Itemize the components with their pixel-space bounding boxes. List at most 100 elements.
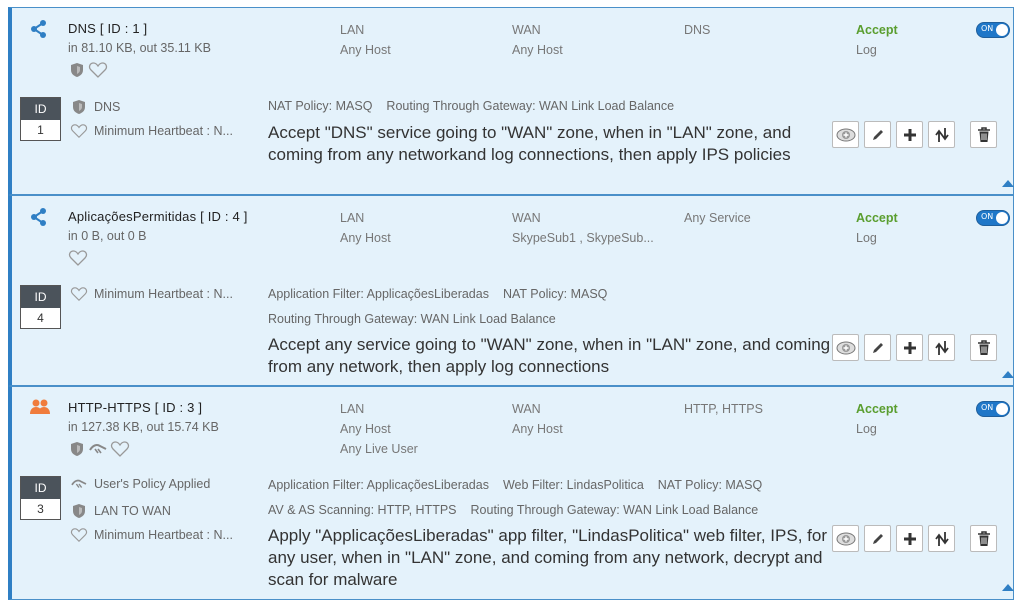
trash-icon xyxy=(977,530,991,547)
add-button[interactable] xyxy=(896,121,923,148)
action-column: Accept Log xyxy=(856,20,898,60)
shield-icon xyxy=(68,440,86,458)
policy-meta: Application Filter: ApplicaçõesLiberadas… xyxy=(268,478,762,492)
collapse-caret[interactable] xyxy=(1002,180,1014,187)
source-zone: LAN xyxy=(340,23,365,37)
log-label: Log xyxy=(856,43,877,57)
action-label: Accept xyxy=(856,211,898,225)
log-label: Log xyxy=(856,231,877,245)
delete-button[interactable] xyxy=(970,334,997,361)
destination-column: WAN SkypeSub1 , SkypeSub... xyxy=(512,208,654,248)
application-filter: Application Filter: ApplicaçõesLiberadas xyxy=(268,478,489,492)
delete-button[interactable] xyxy=(970,121,997,148)
rule-toggle[interactable]: ON xyxy=(976,401,1010,417)
destination-column: WAN Any Host xyxy=(512,399,563,439)
toggle-label: ON xyxy=(981,24,994,33)
view-icon xyxy=(836,532,856,546)
pencil-icon xyxy=(871,128,885,142)
move-icon xyxy=(934,127,950,143)
rule-title[interactable]: HTTP-HTTPS [ ID : 3 ] xyxy=(68,400,203,415)
policy-meta: Application Filter: ApplicaçõesLiberadas… xyxy=(268,287,607,301)
move-button[interactable] xyxy=(928,121,955,148)
plus-icon xyxy=(903,341,917,355)
id-number: 1 xyxy=(37,123,44,137)
view-button[interactable] xyxy=(832,525,859,552)
heart-icon xyxy=(70,123,88,139)
meta-text: Minimum Heartbeat : N... xyxy=(94,528,233,542)
handshake-icon xyxy=(88,441,108,457)
collapse-caret[interactable] xyxy=(1002,371,1014,378)
view-icon xyxy=(836,128,856,142)
meta-item: LAN TO WAN xyxy=(70,502,171,520)
action-label: Accept xyxy=(856,23,898,37)
pencil-icon xyxy=(871,532,885,546)
rule-traffic: in 127.38 KB, out 15.74 KB xyxy=(68,420,219,434)
service-column: DNS xyxy=(684,20,710,40)
meta-item: User's Policy Applied xyxy=(70,477,210,491)
rule-badges xyxy=(68,440,130,458)
toggle-label: ON xyxy=(981,403,994,412)
nat-policy: NAT Policy: MASQ xyxy=(268,99,373,113)
add-button[interactable] xyxy=(896,525,923,552)
view-button[interactable] xyxy=(832,121,859,148)
rule-title[interactable]: DNS [ ID : 1 ] xyxy=(68,21,148,36)
destination-zone: WAN xyxy=(512,23,541,37)
rule-id-box: ID 3 xyxy=(20,476,61,520)
destination-host: SkypeSub1 , SkypeSub... xyxy=(512,231,654,245)
heart-icon xyxy=(110,440,130,458)
routing-gateway: Routing Through Gateway: WAN Link Load B… xyxy=(268,312,556,326)
edit-button[interactable] xyxy=(864,334,891,361)
plus-icon xyxy=(903,532,917,546)
collapse-caret[interactable] xyxy=(1002,584,1014,591)
meta-text: DNS xyxy=(94,100,121,114)
rule-description: Accept "DNS" service going to "WAN" zone… xyxy=(268,123,792,164)
rule-toggle[interactable]: ON xyxy=(976,210,1010,226)
move-button[interactable] xyxy=(928,525,955,552)
share-icon xyxy=(29,19,51,39)
add-button[interactable] xyxy=(896,334,923,361)
view-button[interactable] xyxy=(832,334,859,361)
meta-text: LAN TO WAN xyxy=(94,504,171,518)
heart-icon xyxy=(70,286,88,302)
rule-row[interactable]: DNS [ ID : 1 ] in 81.10 KB, out 35.11 KB… xyxy=(8,7,1014,195)
rule-row[interactable]: HTTP-HTTPS [ ID : 3 ] in 127.38 KB, out … xyxy=(8,386,1014,600)
service-name: Any Service xyxy=(684,211,751,225)
id-header: ID xyxy=(21,477,60,499)
source-column: LAN Any Host xyxy=(340,20,391,60)
meta-item: Minimum Heartbeat : N... xyxy=(70,286,233,302)
heart-icon xyxy=(88,61,108,79)
edit-button[interactable] xyxy=(864,525,891,552)
meta-item: DNS xyxy=(70,98,120,116)
service-column: HTTP, HTTPS xyxy=(684,399,763,419)
users-icon xyxy=(29,398,51,418)
plus-icon xyxy=(903,128,917,142)
destination-zone: WAN xyxy=(512,402,541,416)
service-name: HTTP, HTTPS xyxy=(684,402,763,416)
rule-title[interactable]: AplicaçõesPermitidas [ ID : 4 ] xyxy=(68,209,248,224)
rule-traffic: in 81.10 KB, out 35.11 KB xyxy=(68,41,211,55)
action-column: Accept Log xyxy=(856,208,898,248)
toggle-knob xyxy=(996,403,1008,415)
service-column: Any Service xyxy=(684,208,751,228)
handshake-icon xyxy=(70,477,88,491)
destination-column: WAN Any Host xyxy=(512,20,563,60)
share-icon xyxy=(29,207,51,227)
source-column: LAN Any Host xyxy=(340,208,391,248)
source-host: Any Host xyxy=(340,43,391,57)
meta-item: Minimum Heartbeat : N... xyxy=(70,527,233,543)
delete-button[interactable] xyxy=(970,525,997,552)
meta-text: User's Policy Applied xyxy=(94,477,211,491)
toggle-label: ON xyxy=(981,212,994,221)
destination-host: Any Host xyxy=(512,43,563,57)
source-host: Any Host xyxy=(340,231,391,245)
rule-row[interactable]: AplicaçõesPermitidas [ ID : 4 ] in 0 B, … xyxy=(8,195,1014,386)
rule-id-box: ID 1 xyxy=(20,97,61,141)
move-button[interactable] xyxy=(928,334,955,361)
meta-text: Minimum Heartbeat : N... xyxy=(94,287,233,301)
rule-badges xyxy=(68,61,108,79)
rule-toggle[interactable]: ON xyxy=(976,22,1010,38)
routing-gateway: Routing Through Gateway: WAN Link Load B… xyxy=(470,503,759,517)
rule-description: Apply "ApplicaçõesLiberadas" app filter,… xyxy=(268,526,827,589)
edit-button[interactable] xyxy=(864,121,891,148)
